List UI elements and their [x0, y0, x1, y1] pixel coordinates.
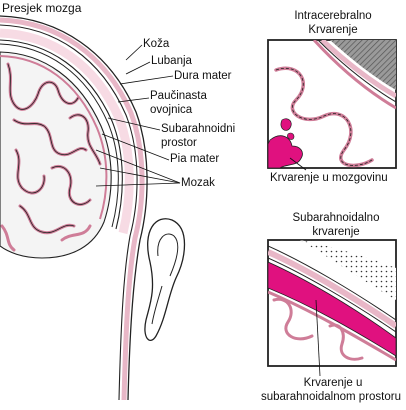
label-paucinasta-line1: Paučinasta — [150, 90, 207, 102]
label-mozak: Mozak — [181, 177, 215, 189]
label-pia-mater: Pia mater — [170, 153, 220, 165]
leader-lines — [95, 44, 181, 187]
diagram-title: Presjek mozga — [2, 1, 82, 15]
dura-mater-line — [0, 43, 119, 228]
label-dura-mater: Dura mater — [174, 70, 232, 82]
inset-subarachnoid — [267, 239, 397, 377]
pia-mater-line — [0, 55, 108, 220]
inset-intracerebral — [267, 39, 397, 171]
label-lubanja: Lubanja — [151, 55, 192, 67]
skull-band — [0, 28, 134, 235]
intracerebral-hemorrhage — [268, 135, 303, 168]
inset-top-title-line1: Intracerebralno — [294, 10, 372, 22]
skin-band — [0, 17, 145, 401]
inset-top-caption: Krvarenje u mozgovinu — [270, 172, 388, 184]
label-subarahnoidni-line2: prostor — [161, 137, 197, 149]
inset-bottom-title-line2: krvarenje — [312, 226, 360, 238]
inset-bottom-caption-line2: subarahnoidalnom prostoru — [260, 391, 401, 403]
inset-top-title-line2: Krvarenje — [308, 24, 358, 36]
inset-bottom-caption-line1: Krvarenje u — [303, 377, 363, 389]
ear — [144, 218, 186, 341]
label-koza: Koža — [143, 38, 170, 50]
skull-outer — [0, 24, 138, 401]
main-cross-section — [0, 15, 186, 401]
label-paucinasta-line2: ovojnica — [150, 104, 193, 116]
subarachnoid-hemorrhage — [268, 261, 396, 357]
label-subarahnoidni-line1: Subarahnoidni — [161, 123, 236, 135]
inset-bottom-title-line1: Subarahnoidalno — [292, 212, 380, 224]
skull-inner — [0, 39, 123, 230]
